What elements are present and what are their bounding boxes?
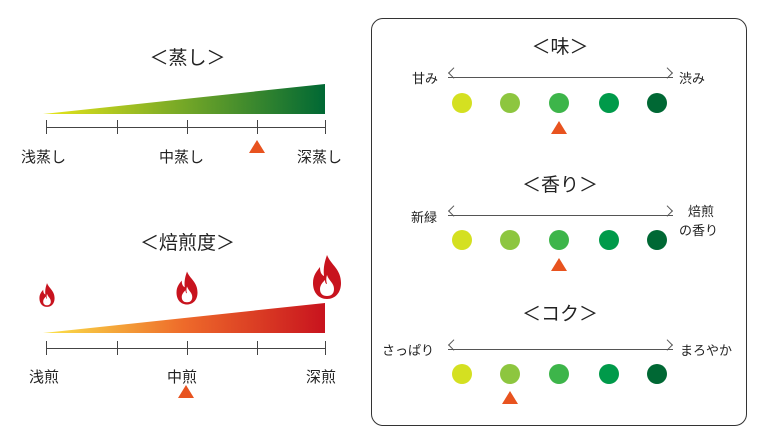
roasting-label-medium: 中煎 <box>167 368 198 386</box>
flame-icon-small <box>39 283 55 307</box>
aroma-scale-dot <box>549 230 569 250</box>
aroma-scale-dot <box>452 230 472 250</box>
steaming-level-marker <box>249 140 265 153</box>
aroma-right-label-line2: の香り <box>679 224 719 239</box>
steaming-tick <box>187 120 188 134</box>
taste-profile-panel <box>371 18 747 426</box>
aroma-right-label-line1: 焙煎 <box>688 205 715 220</box>
richness-scale-dot <box>452 364 472 384</box>
aroma-left-label: 新緑 <box>411 211 438 226</box>
steaming-tick <box>257 120 258 134</box>
richness-level-marker <box>502 391 518 404</box>
roasting-label-light: 浅煎 <box>29 368 60 386</box>
taste-scale-arrow <box>448 77 673 78</box>
roasting-label-deep: 深煎 <box>306 368 337 386</box>
flame-icon-large <box>313 255 341 299</box>
steaming-label-medium: 中蒸し <box>159 148 205 166</box>
roasting-tick <box>46 341 47 355</box>
taste-level-marker <box>551 121 567 134</box>
roasting-tick <box>257 341 258 355</box>
roasting-tick <box>117 341 118 355</box>
roasting-title: ＜焙煎度＞ <box>139 232 235 254</box>
taste-scale-dot <box>599 93 619 113</box>
steaming-tick <box>325 120 326 134</box>
taste-scale-dot <box>452 93 472 113</box>
richness-scale-arrow <box>448 349 673 350</box>
roasting-tick <box>325 341 326 355</box>
steaming-gradient-bar <box>43 84 325 114</box>
aroma-level-marker <box>551 258 567 271</box>
aroma-scale-arrow <box>448 215 673 216</box>
roasting-axis <box>46 348 326 349</box>
richness-section-title: ＜コク＞ <box>521 303 598 325</box>
richness-scale-dot <box>647 364 667 384</box>
aroma-scale-dot <box>500 230 520 250</box>
steaming-label-deep: 深蒸し <box>297 148 343 166</box>
richness-left-label: さっぱり <box>382 344 435 359</box>
steaming-title: ＜蒸し＞ <box>149 47 226 69</box>
aroma-section-title: ＜香り＞ <box>521 174 598 196</box>
richness-scale-dot <box>599 364 619 384</box>
richness-scale-dot <box>549 364 569 384</box>
roasting-level-marker <box>178 385 194 398</box>
taste-scale-dot <box>549 93 569 113</box>
roasting-tick <box>187 341 188 355</box>
taste-scale-dot <box>647 93 667 113</box>
taste-scale-dot <box>500 93 520 113</box>
taste-left-label: 甘み <box>412 72 439 87</box>
aroma-scale-dot <box>647 230 667 250</box>
steaming-tick <box>117 120 118 134</box>
taste-right-label: 渋み <box>679 72 706 87</box>
steaming-label-light: 浅蒸し <box>21 148 67 166</box>
roasting-gradient-bar <box>43 303 325 333</box>
steaming-tick <box>46 120 47 134</box>
aroma-scale-dot <box>599 230 619 250</box>
steaming-axis <box>46 127 326 128</box>
richness-right-label: まろやか <box>680 344 733 359</box>
taste-section-title: ＜味＞ <box>531 36 589 58</box>
flame-icon-medium <box>176 271 198 305</box>
richness-scale-dot <box>500 364 520 384</box>
